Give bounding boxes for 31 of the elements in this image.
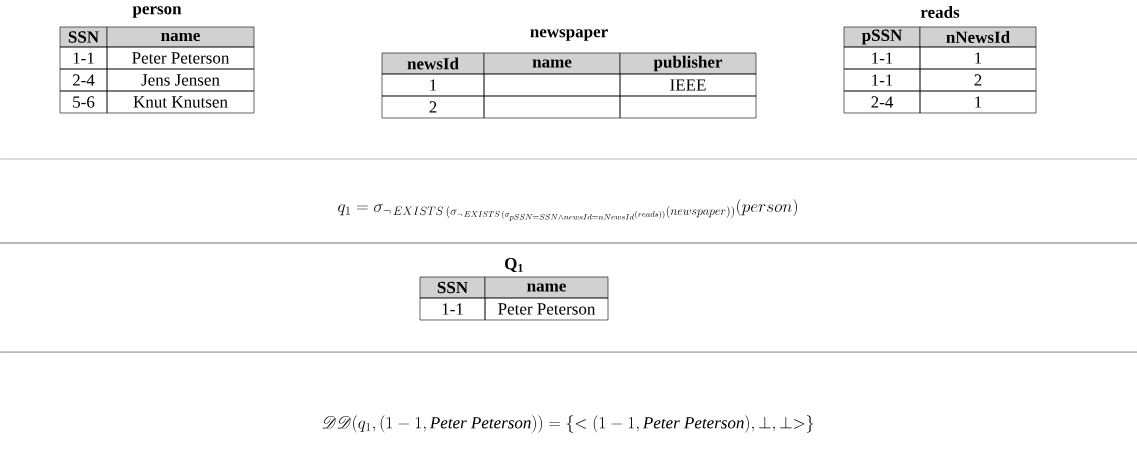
header-cell: pSSN	[843, 26, 921, 48]
table-title: person	[132, 6, 182, 18]
table-cell: Peter Peterson	[106, 46, 255, 70]
table-title: newspaper	[530, 29, 608, 41]
table-cell: 1-1	[419, 297, 486, 321]
table-cell: 2-4	[843, 90, 921, 114]
table-cell: 1	[919, 46, 1037, 70]
header-cell: name	[484, 276, 609, 299]
table-cell: 1-1	[843, 68, 921, 92]
formula: $\mathscr{D}\mathscr{D}(q_1,(1-1,\mathit{Peter\ Peterson}))=\{<(1-1,\mathit{Peter\ Peterson}),\perp,\perp>\}$	[322, 415, 814, 433]
table-cell: 1-1	[59, 46, 108, 70]
table-title: reads	[920, 6, 960, 18]
table-cell: 2	[381, 95, 485, 119]
header-cell: name	[483, 52, 621, 75]
table-cell: IEEE	[619, 73, 757, 97]
formula: $q_1 = \sigma_{\neg\, EXISTS\,(\sigma_{\neg\, EXISTS\,(\sigma_{pSSN=SSN \wedge newsId=nNewsId}(reads))}(newspaper))}(person)$	[338, 198, 797, 222]
header-cell: newsId	[381, 52, 485, 75]
table-cell: 1-1	[843, 46, 921, 70]
table-cell: 1	[381, 73, 485, 97]
table-cell: Peter Peterson	[484, 297, 609, 321]
table-cell: Jens Jensen	[106, 68, 255, 92]
table-cell: 5-6	[59, 90, 108, 114]
table-cell: Knut Knutsen	[106, 90, 255, 114]
table-title: Q$_{1}$	[505, 258, 523, 272]
table-cell: 1	[919, 90, 1037, 114]
header-cell: nNewsId	[919, 26, 1037, 48]
header-cell: SSN	[419, 276, 486, 299]
table-cell: 2-4	[59, 68, 108, 92]
header-cell: SSN	[59, 26, 108, 48]
table-cell: 2	[919, 68, 1037, 92]
header-cell: publisher	[619, 52, 757, 75]
